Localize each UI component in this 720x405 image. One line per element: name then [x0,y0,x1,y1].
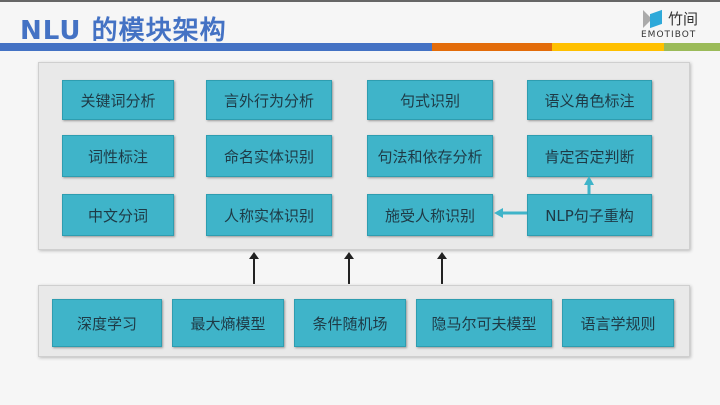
emotibot-logo: 竹间 EMOTIBOT [640,8,716,42]
stripe-blue [0,43,432,51]
up-arrow-icon [437,252,447,284]
up-arrow-icon [344,252,354,284]
logo-cn: 竹间 [668,10,699,28]
method-box: 最大熵模型 [172,299,284,347]
stripe-orange [432,43,552,51]
module-box: 句法和依存分析 [367,135,493,177]
module-box: 语义角色标注 [527,80,652,120]
logo-en: EMOTIBOT [641,30,697,40]
module-box: 肯定否定判断 [527,135,652,177]
stripe-green [664,43,720,51]
up-arrow-icon [249,252,259,284]
arrow-head-icon [494,208,503,218]
method-box: 深度学习 [52,299,162,347]
module-box: 词性标注 [62,135,174,177]
method-box: 条件随机场 [294,299,406,347]
module-box: NLP句子重构 [527,194,652,236]
module-box: 句式识别 [367,80,493,120]
module-box: 中文分词 [62,194,174,236]
module-box: 言外行为分析 [206,80,332,120]
arrow-head-icon [584,176,594,185]
module-box: 命名实体识别 [206,135,332,177]
slide-title: NLU 的模块架构 [20,16,227,46]
module-box: 关键词分析 [62,80,174,120]
stripe-yellow [552,43,664,51]
top-border [0,0,720,2]
logo-mark-icon [643,10,652,28]
method-box: 语言学规则 [562,299,674,347]
method-box: 隐马尔可夫模型 [416,299,552,347]
module-box: 施受人称识别 [367,194,493,236]
module-box: 人称实体识别 [206,194,332,236]
